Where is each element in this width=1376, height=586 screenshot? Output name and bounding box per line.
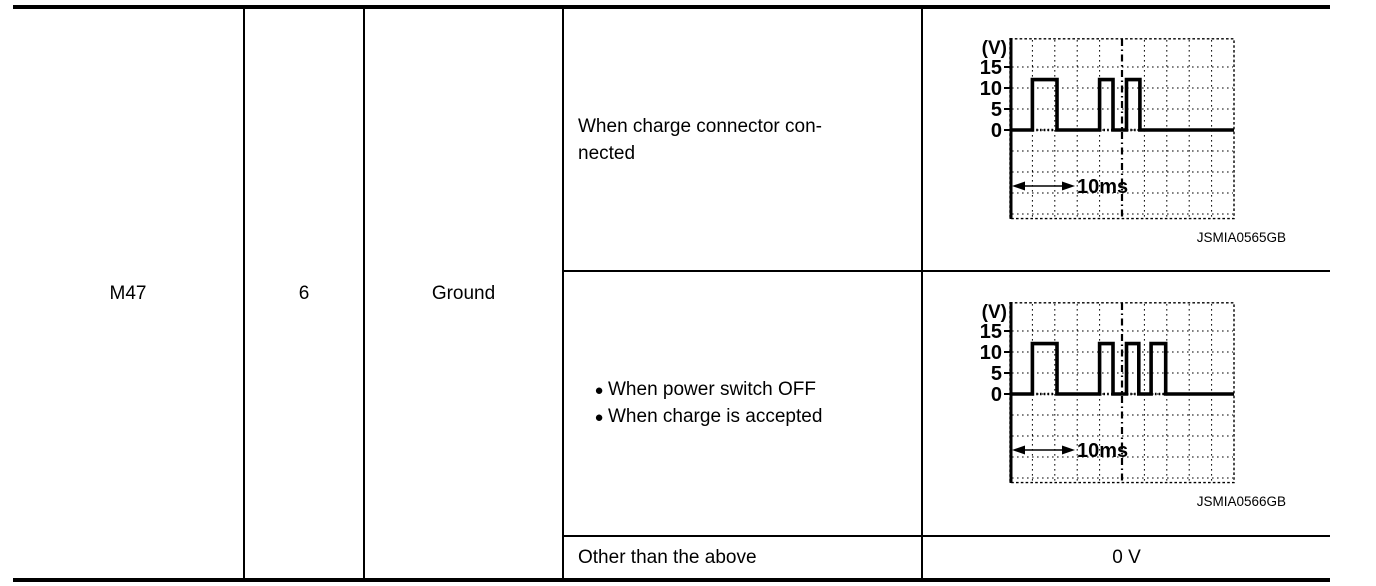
connector-cell: M47: [13, 9, 243, 578]
condition-bullet-list: ● When power switch OFF ● When charge is…: [578, 377, 822, 431]
y-tick-label: 15: [979, 321, 1001, 343]
time-arrow-head-left: [1011, 445, 1025, 455]
bullet-icon: ●: [594, 408, 604, 426]
y-tick-label: 0: [990, 120, 1001, 142]
value-text: 0 V: [1112, 547, 1141, 568]
terminal-signal-table: M47 6 Ground When charge connector con- …: [13, 5, 1330, 582]
y-unit-label: (V): [981, 38, 1006, 59]
time-arrow-head-right: [1061, 181, 1075, 191]
y-tick-label: 10: [979, 78, 1001, 100]
condition-cell-1: When charge connector con- nected: [562, 9, 921, 270]
waveform-trace: [1011, 77, 1234, 132]
figure-caption: JSMIA0566GB: [1196, 494, 1285, 509]
condition-cell-2: ● When power switch OFF ● When charge is…: [562, 270, 921, 535]
condition-text-1: When charge connector con- nected: [578, 115, 822, 164]
terminal-cell: 6: [243, 9, 363, 578]
bullet-item-2: ● When charge is accepted: [578, 404, 822, 431]
y-tick-label: 5: [990, 363, 1001, 385]
ground-cell: Ground: [363, 9, 562, 578]
y-tick-label: 10: [979, 342, 1001, 364]
time-arrow-head-right: [1061, 445, 1075, 455]
bullet-text-2: When charge is accepted: [608, 405, 823, 427]
ground-label: Ground: [431, 283, 496, 304]
bullet-icon: ●: [594, 381, 604, 399]
y-tick-label: 15: [979, 57, 1001, 79]
y-tick-label: 0: [990, 384, 1001, 406]
y-tick-label: 5: [990, 99, 1001, 121]
y-unit-label: (V): [981, 302, 1006, 323]
connector-label: M47: [109, 283, 147, 304]
bullet-text-1: When power switch OFF: [608, 378, 816, 400]
time-scale-label: 10ms: [1077, 440, 1128, 462]
figure-caption: JSMIA0565GB: [1196, 230, 1285, 245]
condition-cell-3: Other than the above: [562, 535, 921, 578]
terminal-label: 6: [298, 283, 310, 304]
value-cell: 0 V: [921, 535, 1330, 578]
time-arrow-head-left: [1011, 181, 1025, 191]
time-scale-label: 10ms: [1077, 176, 1128, 198]
condition-text-3: Other than the above: [578, 547, 757, 568]
waveform-trace: [1011, 341, 1234, 396]
bullet-item-1: ● When power switch OFF: [578, 377, 822, 404]
